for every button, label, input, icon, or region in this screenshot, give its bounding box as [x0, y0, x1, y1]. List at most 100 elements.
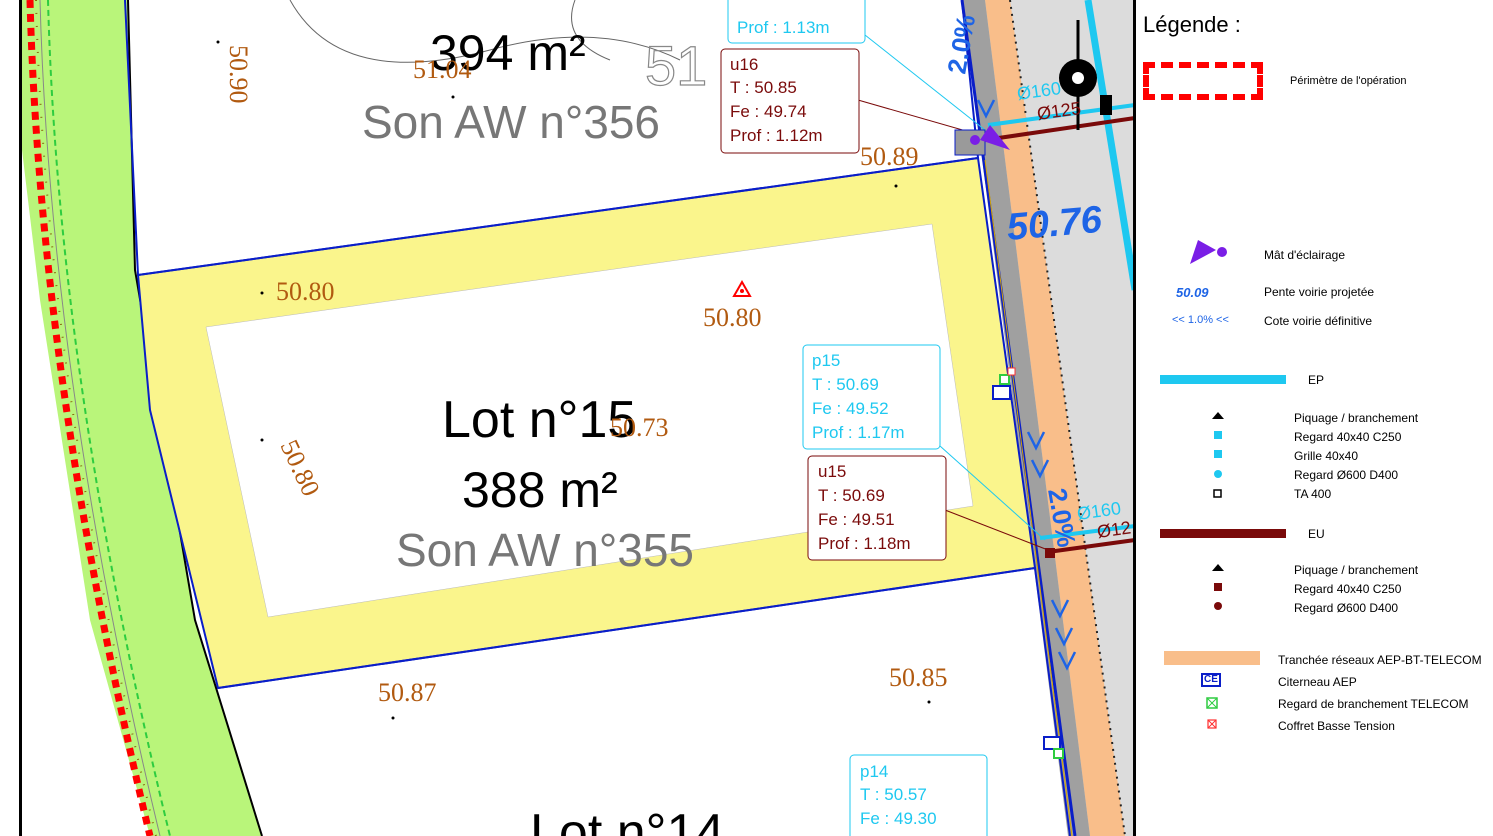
leader-u15 — [944, 509, 1049, 551]
citerneau-icon: CE — [1201, 673, 1221, 687]
legend-eu: EU — [1308, 527, 1325, 541]
regard-box — [954, 129, 986, 156]
eu-branch-15 — [1047, 538, 1136, 554]
legend-panel: Légende : Périmètre de l'opération Mât d… — [1133, 0, 1493, 836]
legend-telecom: Regard de branchement TELECOM — [1278, 697, 1469, 711]
legend-ep-item: Grille 40x40 — [1294, 449, 1359, 463]
tag-p14: p14 T : 50.57 Fe : 49.30 — [849, 754, 988, 836]
tag-u15: u15 T : 50.69 Fe : 49.51 Prof : 1.18m — [807, 455, 947, 561]
svg-text:Fe : 49.52: Fe : 49.52 — [812, 399, 889, 418]
trench-symbol — [1164, 651, 1260, 665]
elevation-label: 50.85 — [889, 663, 948, 692]
legend-ep: EP — [1308, 373, 1325, 387]
legend-title: Légende : — [1143, 12, 1241, 37]
contour-curve — [571, 0, 611, 61]
lot-15-name: Lot n°15 — [442, 391, 636, 449]
elevation-label: 50.89 — [860, 142, 919, 171]
green-dash-line — [47, 0, 171, 836]
perimeter-line-inner — [39, 0, 161, 836]
trench-band — [985, 0, 1125, 836]
road-edge — [1009, 0, 1126, 836]
point-dot — [894, 184, 898, 188]
svg-text:u16: u16 — [730, 55, 758, 74]
legend-eu-item: Piquage / branchement — [1294, 563, 1419, 577]
eu-line-symbol — [1160, 529, 1286, 538]
svg-text:Fe : 49.51: Fe : 49.51 — [818, 510, 895, 529]
svg-text:T : 50.85: T : 50.85 — [730, 78, 797, 97]
contour-curve — [289, 0, 681, 63]
svg-text:Prof : 1.18m: Prof : 1.18m — [818, 534, 911, 553]
tag-top: Prof : 1.13m — [727, 0, 866, 44]
coffret-icon — [1207, 719, 1217, 729]
lot-16-boundary — [124, 0, 980, 277]
elevation-label: 50.80 — [276, 277, 335, 306]
svg-text:Prof : 1.17m: Prof : 1.17m — [812, 423, 905, 442]
eu-branch-16 — [984, 116, 1136, 142]
ep-branch-15 — [1039, 524, 1136, 540]
setback-line — [984, 159, 1073, 836]
telecom-regard-icon — [1206, 697, 1218, 709]
legend-coffret: Coffret Basse Tension — [1278, 719, 1395, 733]
point-dot — [451, 95, 455, 99]
legend-citerneau: Citerneau AEP — [1278, 675, 1357, 689]
legend-mat: Mât d'éclairage — [1264, 248, 1345, 262]
elevation-label: 50.80 — [703, 303, 762, 332]
leader-p15 — [939, 445, 1046, 541]
elevation-label: 50.73 — [610, 413, 669, 442]
legend-eu-item: Regard Ø600 D400 — [1294, 601, 1399, 615]
legend-ep-item: Regard 40x40 C250 — [1294, 430, 1402, 444]
lot-16-area: 394 m² — [430, 25, 586, 81]
legend-ep-item: TA 400 — [1294, 487, 1332, 501]
legend-trench: Tranchée réseaux AEP-BT-TELECOM — [1278, 653, 1482, 667]
slope-chevrons — [976, 99, 1077, 671]
ep-line-symbol — [1160, 375, 1286, 384]
green-verge — [22, 0, 262, 836]
lamp-post-icon — [1059, 20, 1112, 130]
legend-ep-item: Regard Ø600 D400 — [1294, 468, 1399, 482]
legend-eu-item: Regard 40x40 C250 — [1294, 582, 1402, 596]
lighting-mast-icon — [1190, 240, 1227, 264]
svg-text:p15: p15 — [812, 351, 840, 370]
point-dot — [260, 438, 264, 442]
lighting-mast-icon — [970, 125, 1010, 150]
citerneau-icon — [992, 385, 1011, 400]
lot-15-area: 388 m² — [462, 462, 618, 518]
legend-ep-item: Piquage / branchement — [1294, 411, 1419, 425]
point-dot — [927, 700, 931, 704]
lot-16-parcel: Son AW n°356 — [362, 96, 660, 148]
svg-text:T : 50.69: T : 50.69 — [818, 486, 885, 505]
legend-slope-sample: 50.09 — [1176, 285, 1209, 300]
svg-text:p14: p14 — [860, 762, 888, 781]
svg-text:Prof : 1.13m: Prof : 1.13m — [737, 18, 830, 37]
ep-main-pipe — [1084, 0, 1139, 291]
svg-text:T : 50.57: T : 50.57 — [860, 785, 927, 804]
survey-point-icon — [732, 279, 752, 297]
leader-u16 — [857, 99, 981, 136]
elevation-label: 50.90 — [224, 45, 253, 104]
legend-perimeter: Périmètre de l'opération — [1290, 75, 1407, 87]
legend-cote-sample: << 1.0% << — [1172, 314, 1229, 326]
lot-15-buildable — [205, 223, 974, 618]
citerneau-icon — [1043, 736, 1061, 750]
svg-text:Fe : 49.74: Fe : 49.74 — [730, 102, 807, 121]
sidewalk-strip — [962, 0, 1090, 836]
perimeter-symbol — [1143, 62, 1263, 100]
lot-14-name: Lot n°14 — [530, 804, 724, 836]
point-dot — [216, 40, 220, 44]
ep-symbols-column — [1212, 412, 1224, 498]
bg-large-number: 51 — [645, 34, 707, 97]
tag-p15: p15 T : 50.69 Fe : 49.52 Prof : 1.17m — [802, 344, 941, 450]
legend-cote: Cote voirie définitive — [1264, 314, 1373, 328]
legend-slope: Pente voirie projetée — [1264, 285, 1375, 299]
telecom-regard-icon — [1053, 748, 1064, 759]
lot-15-parcel: Son AW n°355 — [396, 524, 694, 576]
elevation-label: 50.87 — [378, 678, 437, 707]
eu-symbols-column — [1212, 564, 1224, 610]
svg-text:u15: u15 — [818, 462, 846, 481]
svg-text:Fe : 49.30: Fe : 49.30 — [860, 809, 937, 828]
pipe-eu-label: Ø12 — [1096, 517, 1132, 542]
elevation-label: 51.04 — [413, 55, 472, 84]
point-dot — [260, 291, 264, 295]
